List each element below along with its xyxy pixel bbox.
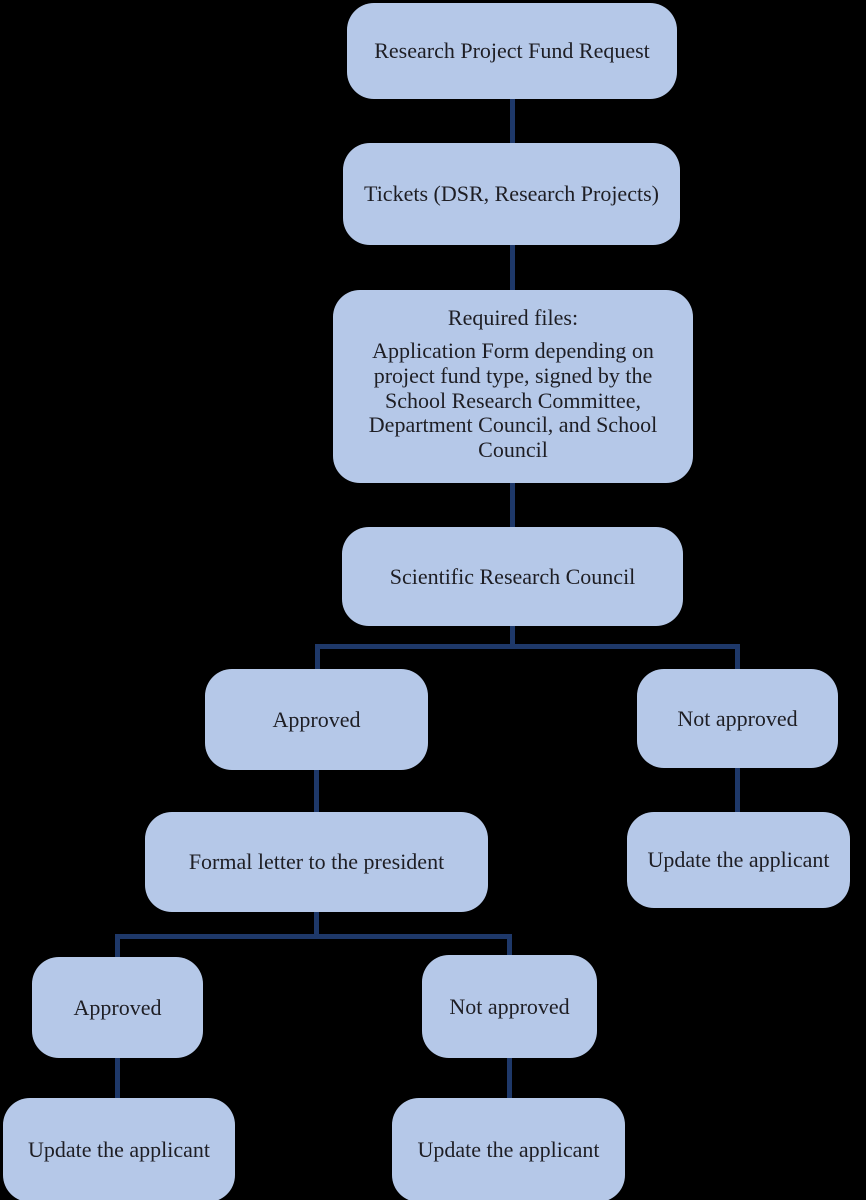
connector-required-files-to-src — [510, 481, 515, 529]
flow-node-label: Approved — [73, 994, 162, 1020]
flow-node-label: Not approved — [677, 705, 798, 731]
flow-node-update-applicant-approved: Update the applicant — [3, 1098, 235, 1200]
connector-president-branch-right-drop — [507, 934, 512, 956]
flow-node-update-applicant-not-approved: Update the applicant — [392, 1098, 625, 1200]
connector-src-branch-left-drop — [315, 644, 320, 670]
connector-src-stem — [510, 625, 515, 649]
flow-node-label: Update the applicant — [417, 1137, 600, 1163]
required-files-title: Required files: — [447, 305, 579, 330]
connector-notapproved-to-update — [735, 767, 740, 813]
flow-node-required-files: Required files: Application Form dependi… — [333, 290, 693, 483]
connector-formal-letter-stem — [314, 911, 319, 938]
flow-node-not-approved-src: Not approved — [637, 669, 838, 768]
flow-node-label: Tickets (DSR, Research Projects) — [364, 181, 659, 207]
flow-node-label: Not approved — [449, 993, 570, 1019]
connector-president-branch-left-drop — [115, 934, 120, 958]
flow-node-formal-letter: Formal letter to the president — [145, 812, 488, 912]
flow-node-update-applicant-src: Update the applicant — [627, 812, 850, 908]
connector-president-branch-horizontal — [115, 934, 512, 939]
flow-node-tickets: Tickets (DSR, Research Projects) — [343, 143, 680, 245]
connector-notapproved2-to-update — [507, 1057, 512, 1099]
flow-node-approved-president: Approved — [32, 957, 203, 1058]
flow-node-label: Formal letter to the president — [188, 849, 445, 875]
flow-node-approved-src: Approved — [205, 669, 428, 770]
connector-approved-to-formal-letter — [314, 770, 319, 813]
connector-src-branch-right-drop — [735, 644, 740, 670]
flow-node-scientific-research-council: Scientific Research Council — [342, 527, 683, 626]
flow-node-label: Approved — [272, 706, 361, 732]
flow-node-not-approved-president: Not approved — [422, 955, 597, 1058]
connector-approved2-to-update — [115, 1057, 120, 1099]
connector-src-branch-horizontal — [315, 644, 740, 649]
flow-node-label: Update the applicant — [647, 847, 830, 873]
flow-node-research-project-fund-request: Research Project Fund Request — [347, 3, 677, 99]
required-files-body: Application Form depending on project fu… — [368, 338, 658, 462]
flow-node-label: Update the applicant — [27, 1137, 211, 1163]
connector-request-to-tickets — [510, 99, 515, 144]
connector-tickets-to-required-files — [510, 244, 515, 292]
flow-node-label: Research Project Fund Request — [374, 38, 650, 64]
flow-node-label: Scientific Research Council — [389, 563, 636, 589]
